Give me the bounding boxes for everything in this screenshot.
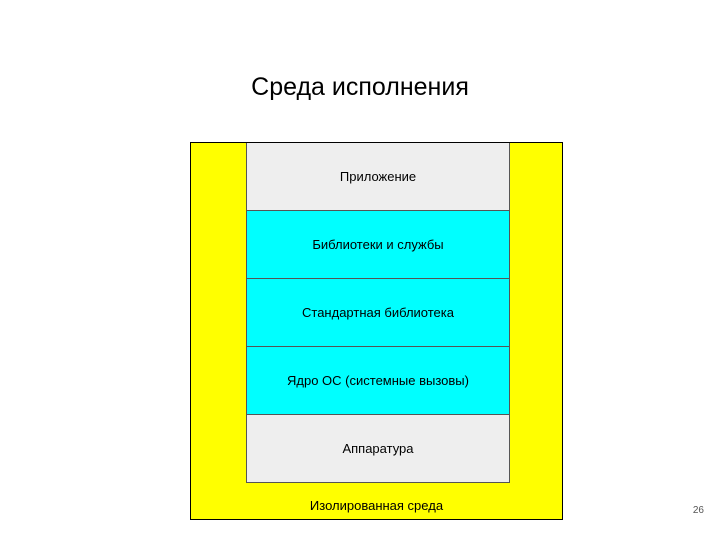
slide-title: Среда исполнения: [251, 73, 469, 101]
layer-standard-library: Стандартная библиотека: [246, 279, 510, 347]
layer-stack: Приложение Библиотеки и службы Стандартн…: [246, 143, 510, 483]
layer-label: Ядро ОС (системные вызовы): [287, 373, 469, 388]
layer-label: Библиотеки и службы: [312, 237, 444, 252]
layer-label: Стандартная библиотека: [302, 305, 454, 320]
layer-os-kernel: Ядро ОС (системные вызовы): [246, 347, 510, 415]
layer-hardware: Аппаратура: [246, 415, 510, 483]
layer-label: Приложение: [339, 169, 417, 184]
isolated-environment-label: Изолированная среда: [309, 498, 444, 513]
layer-libraries-services: Библиотеки и службы: [246, 211, 510, 279]
layer-application: Приложение: [246, 143, 510, 211]
page-number: 26: [692, 505, 704, 516]
layer-label: Аппаратура: [342, 441, 414, 456]
isolated-environment-box: Приложение Библиотеки и службы Стандартн…: [190, 142, 563, 520]
